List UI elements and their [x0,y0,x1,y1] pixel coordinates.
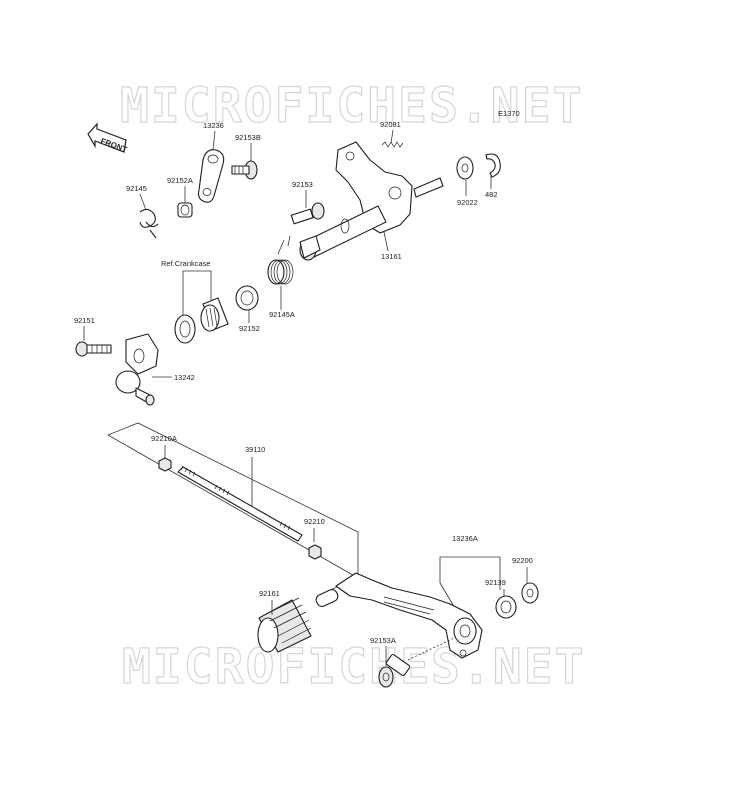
watermark-top: MICROFICHES.NET [120,78,583,134]
callout-92152A: 92152A [167,176,193,185]
callout-92152: 92152 [239,324,260,333]
callout-92200: 92200 [512,556,533,565]
part-92151-bolt [75,341,112,357]
callout-92210A: 92210A [151,434,177,443]
callout-39110: 39110 [245,445,265,454]
callout-13236A: 13236A [452,534,478,543]
part-92081-spring [381,141,404,148]
part-482-circlip [485,153,501,178]
part-92145A-spring [267,235,294,285]
part-13236-arm [197,149,225,203]
callout-13161: 13161 [381,252,402,261]
part-39110-tie-rod [177,465,303,542]
part-92152A-collar [177,202,193,218]
part-92139-collar [495,595,517,619]
callout-92153A: 92153A [370,636,396,645]
part-bearing [174,314,196,344]
diagram-code: E1370 [498,109,520,118]
part-13161-shift-shaft [299,141,444,261]
part-13236A-pedal-lever [315,572,483,659]
callout-92081: 92081 [380,120,401,129]
part-92210A-nut [158,457,172,472]
crankcase-ref-label: Ref.Crankcase [161,259,211,268]
part-needle-bearing [200,297,229,332]
callout-92022: 92022 [457,198,478,207]
callout-92153B: 92153B [235,133,261,142]
part-13242-clamp [115,333,159,406]
part-92153-bolt [290,202,325,225]
callout-92145A: 92145A [269,310,295,319]
part-92200-washer [521,582,539,604]
part-92153B-bolt [231,160,258,180]
callout-13236: 13236 [203,121,224,130]
part-92145-spring [139,208,159,239]
part-92152-collar [235,285,259,311]
callout-92151: 92151 [74,316,95,325]
callout-92153: 92153 [292,180,313,189]
callout-92210: 92210 [304,517,325,526]
part-92022-washer [456,156,474,180]
callout-92139: 92139 [485,578,506,587]
callout-482: 482 [485,190,498,199]
callout-92145: 92145 [126,184,147,193]
callout-13242: 13242 [174,373,195,382]
part-92210-nut [308,544,322,560]
part-92153A-bolt [378,654,411,688]
watermark-bottom: MICROFICHES.NET [122,639,585,695]
callout-92161: 92161 [259,589,280,598]
